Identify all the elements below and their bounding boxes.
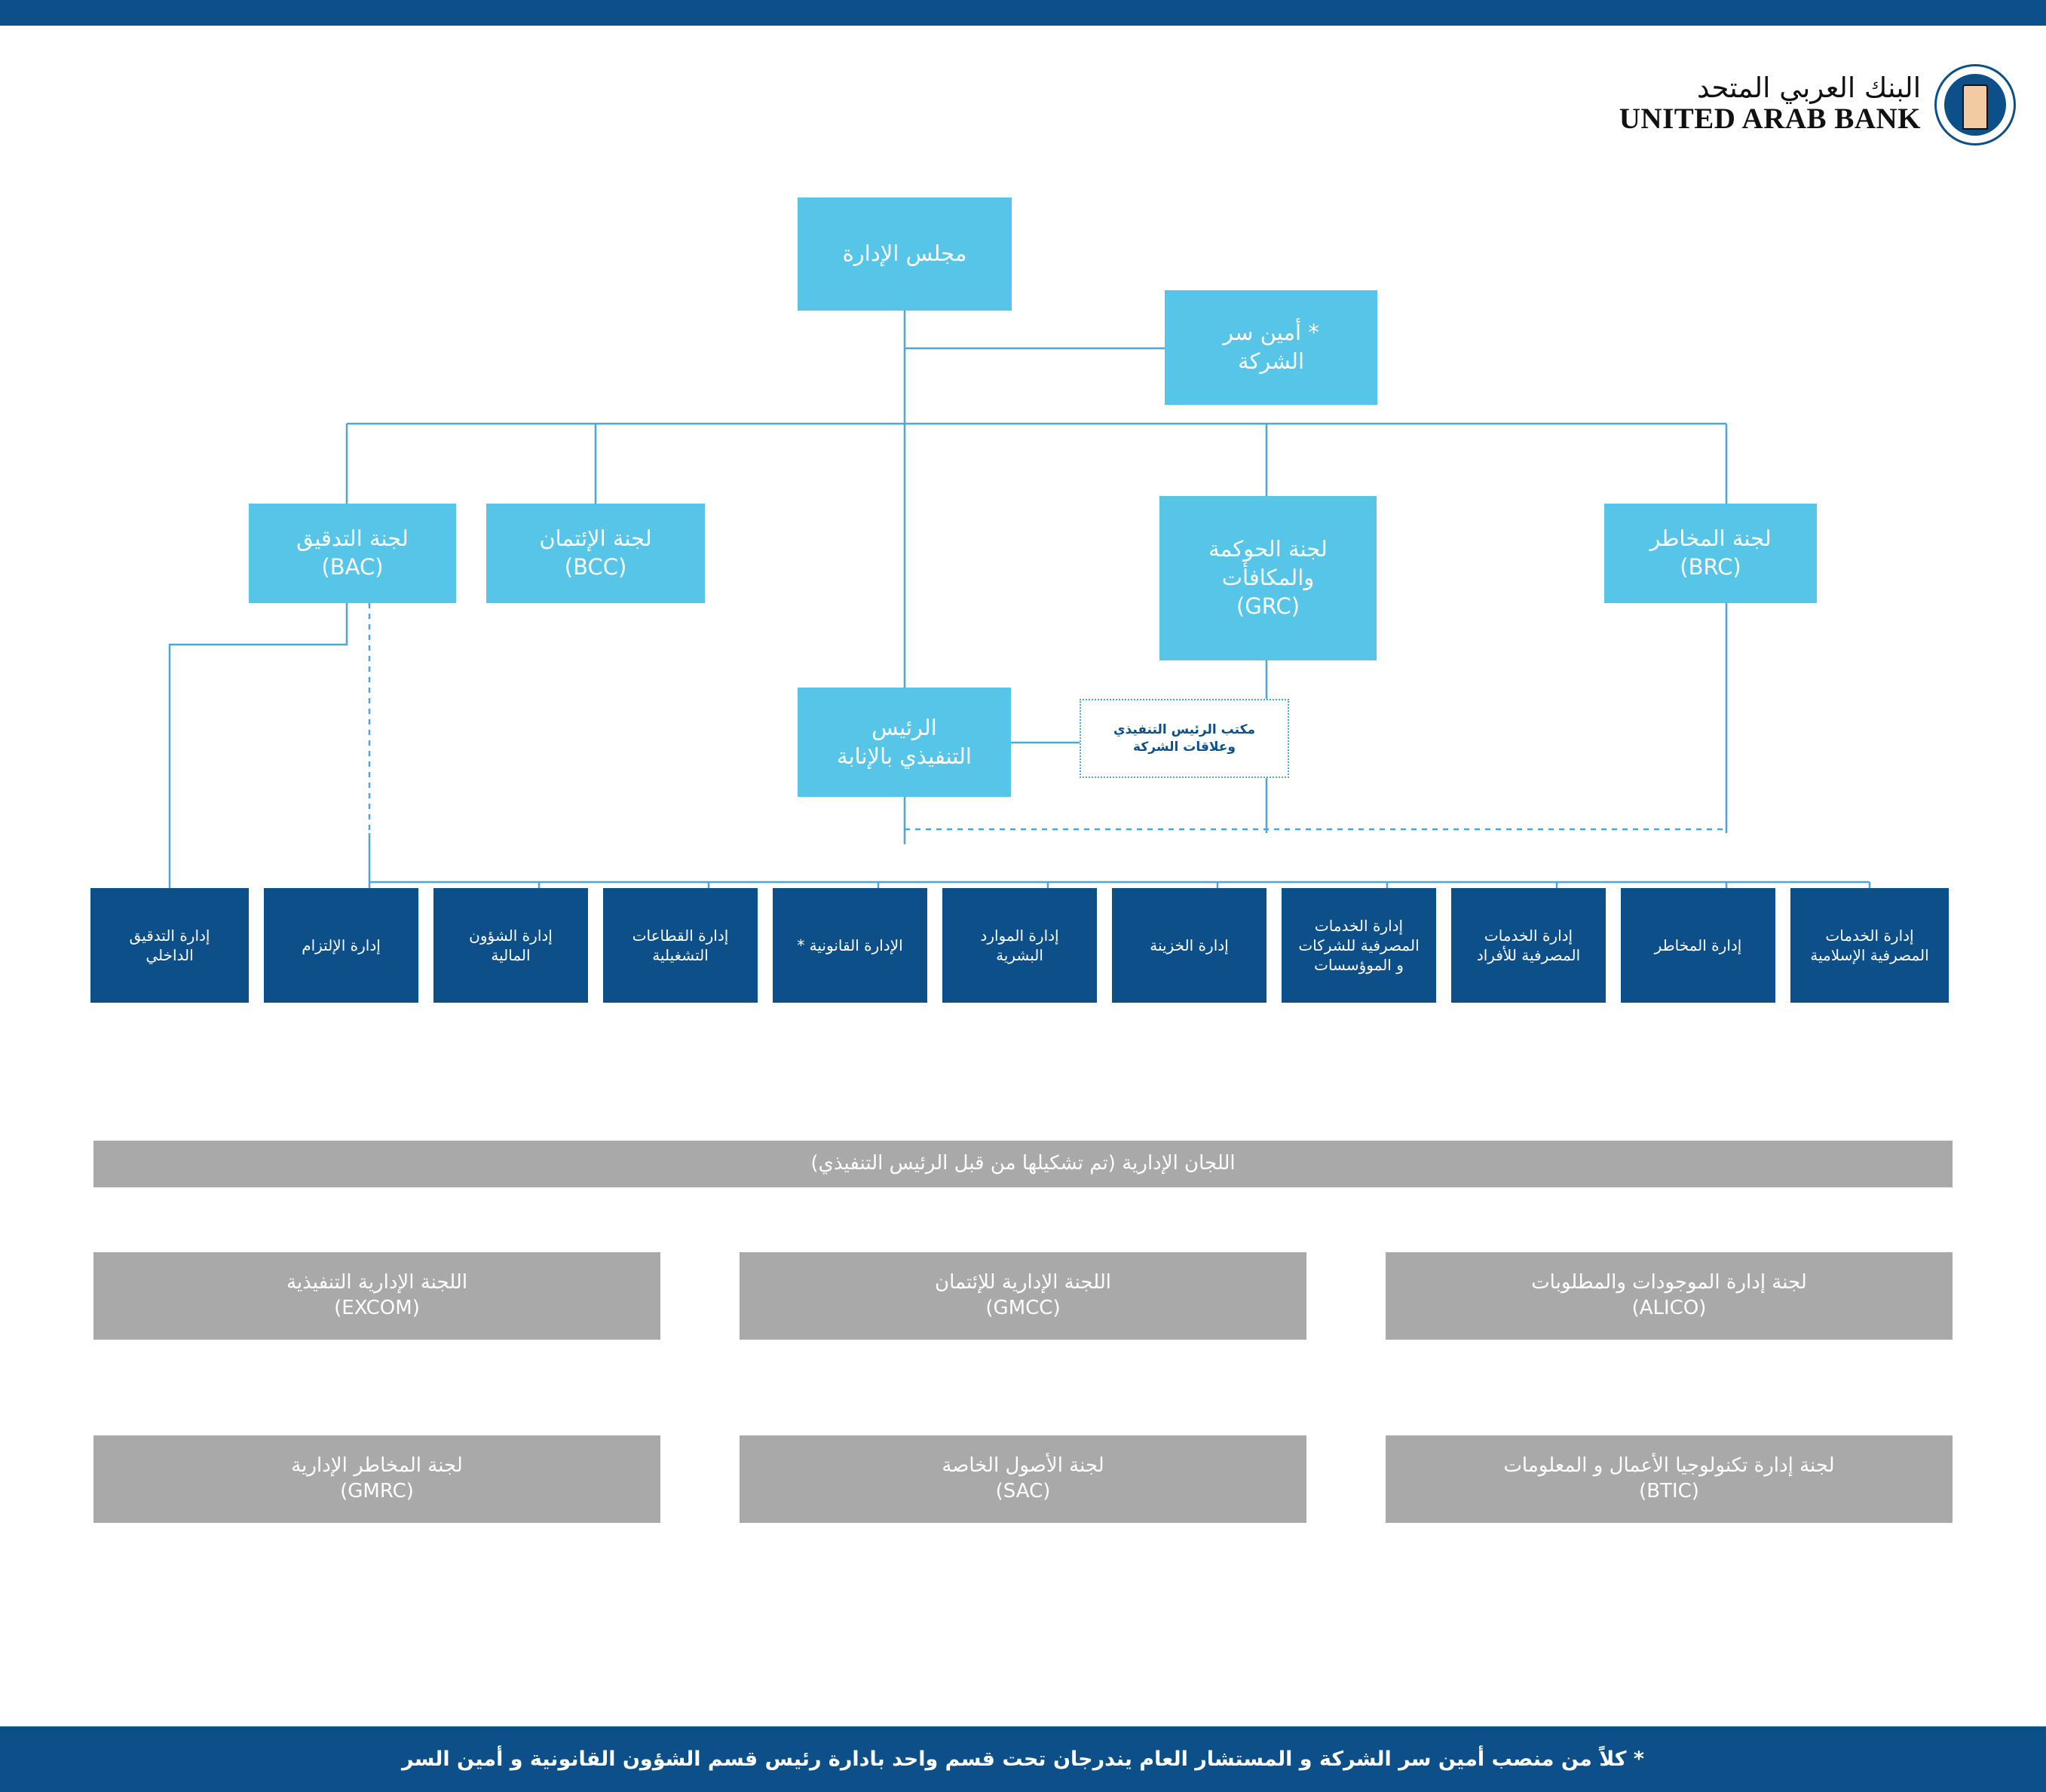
logo-inner-disc — [1944, 74, 2006, 136]
node-dept-internal-audit[interactable]: إدارة التدقيق الداخلي — [90, 888, 249, 1003]
node-committee-bac[interactable]: لجنة التدقيق (BAC) — [249, 504, 456, 603]
committee-excom[interactable]: اللجنة الإدارية التنفيذية (EXCOM) — [93, 1252, 660, 1340]
node-acting-ceo[interactable]: الرئيس التنفيذي بالإنابة — [798, 688, 1011, 797]
management-committees-banner: اللجان الإدارية (تم تشكيلها من قبل الرئي… — [93, 1141, 1953, 1187]
committee-btic[interactable]: لجنة إدارة تكنولوجيا الأعمال و المعلومات… — [1386, 1435, 1953, 1523]
tower-icon — [1962, 84, 1988, 130]
brand-name-arabic: البنك العربي المتحد — [1697, 72, 1921, 105]
node-committee-grc[interactable]: لجنة الحوكمة والمكافأت (GRC) — [1159, 496, 1377, 660]
bank-seal-icon — [1934, 64, 2016, 146]
node-ceo-office[interactable]: مكتب الرئيس التنفيذي وعلاقات الشركة — [1080, 699, 1289, 778]
brand-text: البنك العربي المتحد UNITED ARAB BANK — [1619, 72, 1921, 136]
node-dept-treasury[interactable]: إدارة الخزينة — [1112, 888, 1266, 1003]
committee-gmcc[interactable]: اللجنة الإدارية للإئتمان (GMCC) — [740, 1252, 1306, 1340]
node-dept-legal[interactable]: الإدارة القانونية * — [773, 888, 927, 1003]
node-dept-islamic-banking[interactable]: إدارة الخدمات المصرفية الإسلامية — [1790, 888, 1949, 1003]
brand-name-english: UNITED ARAB BANK — [1619, 102, 1921, 135]
node-dept-corporate-banking[interactable]: إدارة الخدمات المصرفية للشركات و الموؤسس… — [1282, 888, 1436, 1003]
node-committee-brc[interactable]: لجنة المخاطر (BRC) — [1604, 504, 1817, 603]
brand-logo-block: البنك العربي المتحد UNITED ARAB BANK — [1619, 64, 2016, 146]
node-dept-operations[interactable]: إدارة القطاعات التشغيلية — [603, 888, 758, 1003]
node-company-secretary[interactable]: * أمين سر الشركة — [1165, 290, 1377, 405]
committee-alico[interactable]: لجنة إدارة الموجودات والمطلوبات (ALICO) — [1386, 1252, 1953, 1340]
top-accent-bar — [0, 0, 2046, 26]
node-board-of-directors[interactable]: مجلس الإدارة — [798, 198, 1012, 311]
node-dept-risk-management[interactable]: إدارة المخاطر — [1621, 888, 1775, 1003]
committee-gmrc[interactable]: لجنة المخاطر الإدارية (GMRC) — [93, 1435, 660, 1523]
footer-bar: * كلاً من منصب أمين سر الشركة و المستشار… — [0, 1726, 2046, 1792]
committee-sac[interactable]: لجنة الأصول الخاصة (SAC) — [740, 1435, 1306, 1523]
node-dept-retail-banking[interactable]: إدارة الخدمات المصرفية للأفراد — [1451, 888, 1606, 1003]
node-dept-human-resources[interactable]: إدارة الموارد البشرية — [942, 888, 1097, 1003]
node-committee-bcc[interactable]: لجنة الإئتمان (BCC) — [486, 504, 705, 603]
node-dept-finance[interactable]: إدارة الشؤون المالية — [433, 888, 588, 1003]
node-dept-compliance[interactable]: إدارة الإلتزام — [264, 888, 418, 1003]
footnote-text: * كلاً من منصب أمين سر الشركة و المستشار… — [401, 1748, 1645, 1771]
